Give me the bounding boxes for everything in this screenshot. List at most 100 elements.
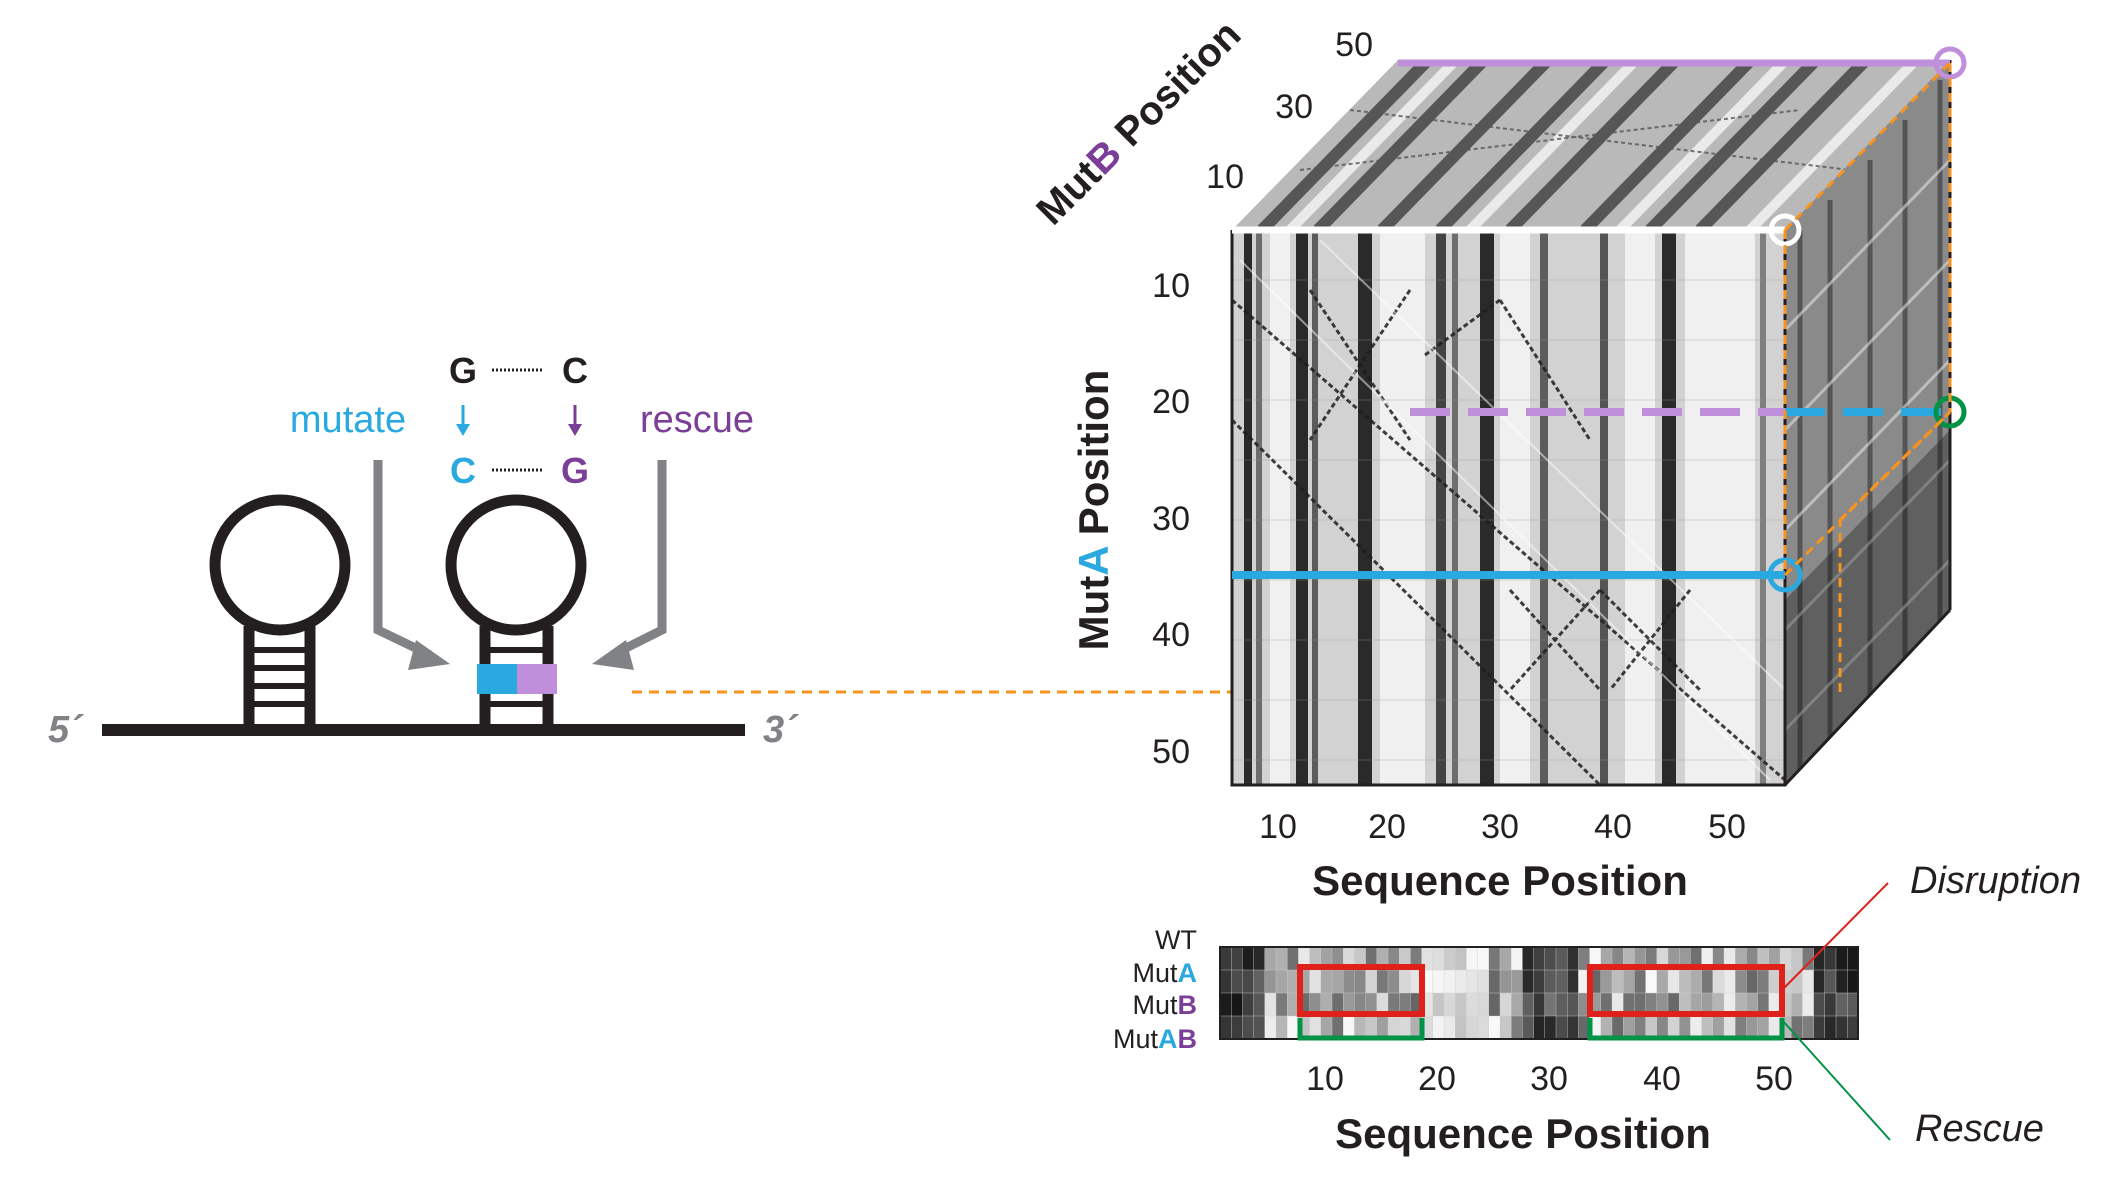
strip-cell bbox=[1466, 1015, 1479, 1039]
strip-cell bbox=[1600, 969, 1613, 994]
strip-cell bbox=[1477, 992, 1490, 1017]
strip-cell bbox=[1846, 969, 1858, 994]
strip-cell bbox=[1275, 1015, 1288, 1039]
strip-x-tick: 50 bbox=[1755, 1060, 1793, 1098]
strip-cell bbox=[1824, 969, 1837, 994]
strip-cell bbox=[1264, 969, 1277, 994]
strip-x-tick: 40 bbox=[1643, 1060, 1681, 1098]
strip-cell bbox=[1376, 969, 1389, 994]
strip-cell bbox=[1734, 969, 1747, 994]
strip-cell bbox=[1533, 1015, 1546, 1039]
strip-cell bbox=[1286, 947, 1299, 971]
strip-cell bbox=[1790, 992, 1803, 1017]
strip-cell bbox=[1242, 992, 1255, 1017]
strip-cell bbox=[1522, 947, 1535, 971]
disruption-box bbox=[1297, 964, 1425, 1017]
cube-y-tick: 50 bbox=[1152, 733, 1190, 771]
reactivity-strip: WT MutA MutB MutAB Disruption Rescue 10 … bbox=[1113, 860, 2081, 1157]
strip-cell bbox=[1510, 969, 1523, 994]
strip-cell bbox=[1510, 992, 1523, 1017]
strip-cell bbox=[1275, 992, 1288, 1017]
strip-cell bbox=[1488, 947, 1501, 971]
strip-cell bbox=[1566, 947, 1579, 971]
strip-cell bbox=[1555, 969, 1568, 994]
cube-z-tick: 30 bbox=[1275, 88, 1313, 126]
strip-cell bbox=[1835, 947, 1848, 971]
strip-cell bbox=[1846, 1015, 1858, 1039]
strip-cell bbox=[1522, 992, 1535, 1017]
strip-cell bbox=[1544, 992, 1557, 1017]
cube-y-tick: 10 bbox=[1152, 267, 1190, 305]
cube-z-tick: 50 bbox=[1335, 26, 1373, 64]
strip-cell bbox=[1477, 969, 1490, 994]
rescue-arrowhead bbox=[592, 640, 634, 670]
cube-y-tick: 20 bbox=[1152, 383, 1190, 421]
strip-cell bbox=[1746, 969, 1759, 994]
strip-cell bbox=[1387, 969, 1400, 994]
strip-cell bbox=[1275, 969, 1288, 994]
strip-cell bbox=[1242, 947, 1255, 971]
strip-cell bbox=[1454, 969, 1467, 994]
strip-cell bbox=[1835, 969, 1848, 994]
strip-cell bbox=[1813, 947, 1826, 971]
strip-cell bbox=[1264, 992, 1277, 1017]
strip-cell bbox=[1499, 969, 1512, 994]
strip-cell bbox=[1510, 947, 1523, 971]
cube-y-axis-label: MutA Position bbox=[1070, 370, 1117, 651]
strip-cell bbox=[1824, 1015, 1837, 1039]
mutate-down-arrow bbox=[456, 405, 470, 436]
strip-cell bbox=[1220, 969, 1232, 994]
hairpin-1 bbox=[209, 494, 351, 730]
disruption-label: Disruption bbox=[1910, 860, 2081, 902]
strip-cell bbox=[1499, 1015, 1512, 1039]
strip-cell bbox=[1645, 969, 1658, 994]
strip-cell bbox=[1802, 992, 1815, 1017]
strip-cell bbox=[1264, 1015, 1277, 1039]
mutate-map-cube: 10 20 30 40 50 Sequence Position 10 20 3… bbox=[1028, 12, 1967, 904]
strip-cell bbox=[1454, 947, 1467, 971]
strip-cell bbox=[1443, 992, 1456, 1017]
strip-cell bbox=[1634, 969, 1647, 994]
cube-y-tick: 30 bbox=[1152, 500, 1190, 538]
cube-x-tick: 10 bbox=[1259, 808, 1297, 846]
cube-x-tick: 50 bbox=[1708, 808, 1746, 846]
strip-cell bbox=[1253, 1015, 1266, 1039]
bottom-pair-left-base: C bbox=[450, 450, 476, 491]
strip-cell bbox=[1443, 947, 1456, 971]
strip-cell bbox=[1432, 1015, 1445, 1039]
strip-cell bbox=[1275, 947, 1288, 971]
strip-cell bbox=[1757, 969, 1770, 994]
strip-cell bbox=[1835, 1015, 1848, 1039]
strip-cell bbox=[1835, 992, 1848, 1017]
strip-cell bbox=[1768, 969, 1781, 994]
strip-cell bbox=[1544, 969, 1557, 994]
strip-cell bbox=[1286, 1015, 1299, 1039]
strip-cell bbox=[1522, 969, 1535, 994]
strip-cell bbox=[1230, 992, 1243, 1017]
mutB-marker bbox=[1933, 46, 1967, 80]
strip-cell bbox=[1477, 947, 1490, 971]
strip-cell bbox=[1611, 969, 1624, 994]
strip-cell bbox=[1723, 969, 1736, 994]
strip-x-axis-label: Sequence Position bbox=[1335, 1110, 1711, 1157]
top-pair-left-base: G bbox=[449, 350, 477, 391]
wt-marker bbox=[1768, 213, 1802, 247]
strip-cell bbox=[1309, 969, 1322, 994]
strip-cell bbox=[1230, 1015, 1243, 1039]
cube-x-tick: 40 bbox=[1594, 808, 1632, 846]
rescue-down-arrow bbox=[568, 405, 582, 436]
disruption-box bbox=[1587, 964, 1785, 1017]
strip-row-label: MutAB bbox=[1113, 1024, 1197, 1054]
strip-x-tick: 30 bbox=[1530, 1060, 1568, 1098]
mutate-arrowhead bbox=[408, 640, 450, 670]
strip-cell bbox=[1230, 947, 1243, 971]
strip-cell bbox=[1331, 969, 1344, 994]
strip-cell bbox=[1253, 947, 1266, 971]
strip-cell bbox=[1499, 992, 1512, 1017]
cube-x-ticks: 10 20 30 40 50 bbox=[1259, 808, 1746, 846]
strip-cell bbox=[1533, 992, 1546, 1017]
strip-cell bbox=[1466, 969, 1479, 994]
cube-y-tick: 40 bbox=[1152, 616, 1190, 654]
strip-border bbox=[1219, 946, 1859, 1040]
